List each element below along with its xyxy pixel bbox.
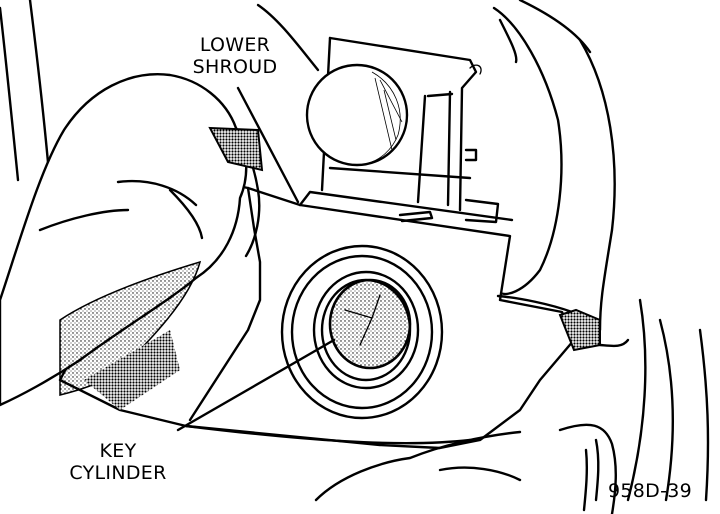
key-cylinder-label-line1: KEY (99, 440, 137, 462)
lower-shroud-leader (236, 86, 300, 204)
lower-shroud-label-line1: LOWER (199, 34, 271, 56)
lower-shroud-label-line2: SHROUD (192, 56, 278, 78)
key-cylinder-leader (176, 338, 336, 432)
figure-id: 958D-39 (608, 480, 693, 502)
key-cylinder-label: KEY CYLINDER (66, 440, 170, 484)
hand (0, 73, 264, 410)
key-cylinder-label-line2: CYLINDER (69, 462, 167, 484)
column-contours (0, 0, 710, 502)
wrist (314, 423, 617, 514)
column-bracket (320, 36, 500, 224)
leader-lines (176, 86, 336, 432)
key-cylinder-rings (280, 244, 444, 420)
ignition-knob (305, 63, 409, 167)
lower-shroud-label: LOWER SHROUD (190, 34, 280, 78)
